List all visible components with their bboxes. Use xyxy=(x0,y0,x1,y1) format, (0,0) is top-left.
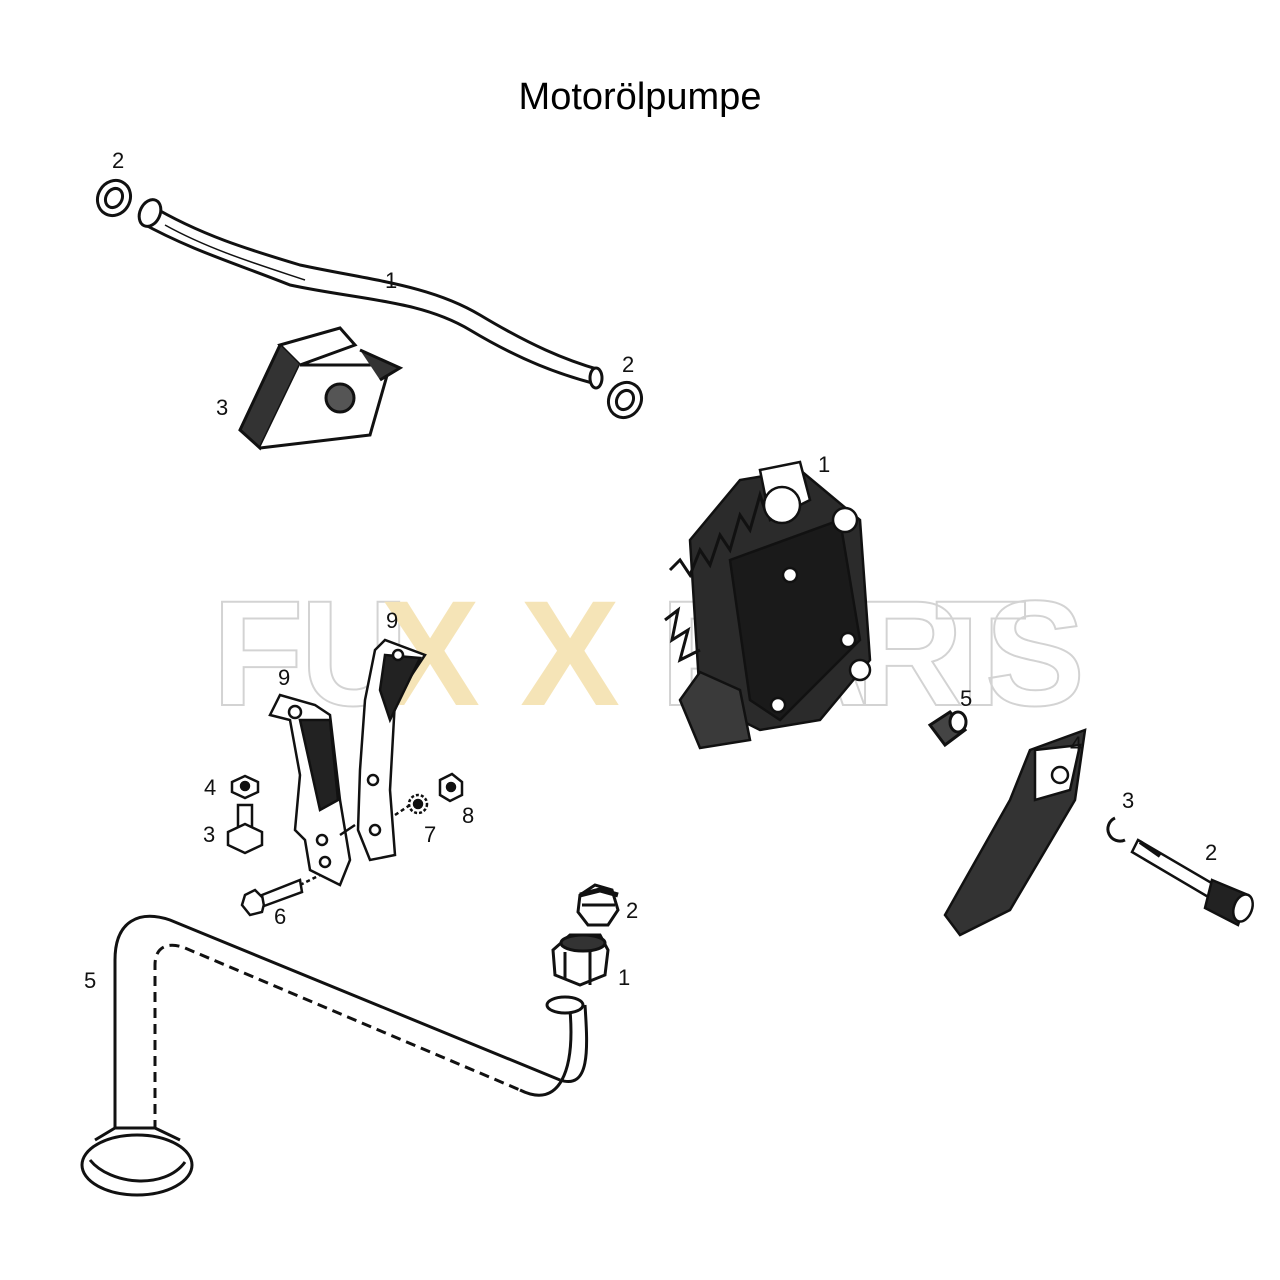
callout-suction-pipe: 5 xyxy=(84,968,96,993)
oil-pipe xyxy=(139,220,601,387)
callout-pipe-ring-left: 2 xyxy=(112,148,124,173)
hex-nut xyxy=(438,772,464,803)
page-title: Motorölpumpe xyxy=(518,76,762,118)
callout-lock-washer: 7 xyxy=(424,822,436,847)
lock-washer xyxy=(407,793,429,815)
callout-washer: 5 xyxy=(960,686,972,711)
callout-hex-bolt: 6 xyxy=(274,904,286,929)
callout-pump: 1 xyxy=(818,452,830,477)
hex-bolt xyxy=(240,873,321,917)
callout-clip: 4 xyxy=(1070,732,1082,757)
nut-small xyxy=(230,774,260,800)
suction-pipe xyxy=(80,914,589,1197)
callout-union-nut: 1 xyxy=(618,965,630,990)
washer xyxy=(927,710,968,748)
callout-pipe-cap: 2 xyxy=(626,898,638,923)
callout-nut-small: 4 xyxy=(204,775,216,800)
callout-pipe: 1 xyxy=(385,268,397,293)
pickup-group xyxy=(80,883,620,1197)
circlip xyxy=(1106,816,1126,843)
watermark-letter-7: R xyxy=(855,569,963,737)
callout-strap-left: 9 xyxy=(278,665,290,690)
strap-right xyxy=(356,638,427,862)
callout-hex-screw: 3 xyxy=(203,822,215,847)
callout-circlip: 3 xyxy=(1122,788,1134,813)
bracket-group xyxy=(226,638,464,917)
pump-gear xyxy=(664,489,767,663)
watermark-letter-4: X xyxy=(520,569,620,737)
pipe-group xyxy=(95,178,644,451)
callout-pipe-ring-right: 2 xyxy=(622,352,634,377)
hex-screw xyxy=(226,803,264,855)
callout-labels: 2 1 2 3 1 5 4 3 2 9 9 4 3 7 8 6 2 1 5 xyxy=(84,148,1217,993)
ring-left xyxy=(95,178,133,218)
pipe-cap xyxy=(576,883,620,927)
oil-pump xyxy=(664,460,872,750)
callout-strap-right: 9 xyxy=(386,608,398,633)
callout-hex-nut: 8 xyxy=(462,803,474,828)
watermark-letter-8: T xyxy=(935,569,1027,737)
watermark-letter-9: S xyxy=(985,569,1085,737)
pipe-bracket xyxy=(238,326,404,451)
callout-pipe-bracket: 3 xyxy=(216,395,228,420)
union-nut xyxy=(551,933,610,987)
cap-screw xyxy=(1130,838,1254,927)
ring-right xyxy=(606,380,644,420)
pump-clip xyxy=(943,728,1087,937)
callout-cap-screw: 2 xyxy=(1205,840,1217,865)
